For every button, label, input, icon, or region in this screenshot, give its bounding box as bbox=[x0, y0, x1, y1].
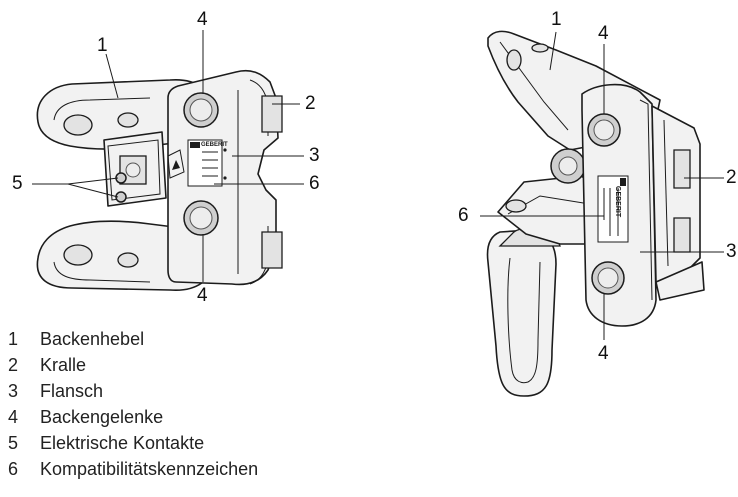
callout-right-2: 2 bbox=[726, 167, 737, 188]
callout-left-1: 1 bbox=[97, 35, 108, 56]
legend-number: 5 bbox=[8, 432, 19, 453]
callout-left-6: 6 bbox=[309, 173, 320, 194]
legend-item: 4 Backengelenke bbox=[8, 404, 408, 430]
legend-label: Backengelenke bbox=[40, 406, 164, 427]
plate-brand-left: GEBERIT bbox=[201, 142, 228, 148]
legend-label: Elektrische Kontakte bbox=[40, 432, 205, 453]
callout-right-1: 1 bbox=[551, 9, 562, 30]
legend-number: 3 bbox=[8, 380, 19, 401]
legend-item: 1 Backenhebel bbox=[8, 326, 408, 352]
callout-right-4-top: 4 bbox=[598, 23, 609, 44]
callout-right-3: 3 bbox=[726, 241, 737, 262]
legend-item: 5 Elektrische Kontakte bbox=[8, 430, 408, 456]
legend-item: 6 Kompatibilitätskennzeichen bbox=[8, 456, 408, 482]
legend-item: 3 Flansch bbox=[8, 378, 408, 404]
legend-item: 2 Kralle bbox=[8, 352, 408, 378]
callout-left-5: 5 bbox=[12, 173, 23, 194]
callout-left-4-top: 4 bbox=[197, 9, 208, 30]
legend-label: Kralle bbox=[40, 354, 87, 375]
callout-right-4-bottom: 4 bbox=[598, 343, 609, 364]
legend-number: 4 bbox=[8, 406, 19, 427]
plate-brand-right: GEBERIT bbox=[614, 186, 621, 218]
legend-label: Flansch bbox=[40, 380, 104, 401]
legend-label: Backenhebel bbox=[40, 328, 145, 349]
callout-left-4-bottom: 4 bbox=[197, 285, 208, 306]
callout-left-2: 2 bbox=[305, 93, 316, 114]
callout-right-6: 6 bbox=[458, 205, 469, 226]
callout-left-3: 3 bbox=[309, 145, 320, 166]
legend-number: 2 bbox=[8, 354, 19, 375]
legend-number: 6 bbox=[8, 458, 19, 479]
legend: 1 Backenhebel 2 Kralle 3 Flansch 4 Backe… bbox=[8, 326, 408, 482]
legend-number: 1 bbox=[8, 328, 19, 349]
legend-label: Kompatibilitätskennzeichen bbox=[40, 458, 259, 479]
